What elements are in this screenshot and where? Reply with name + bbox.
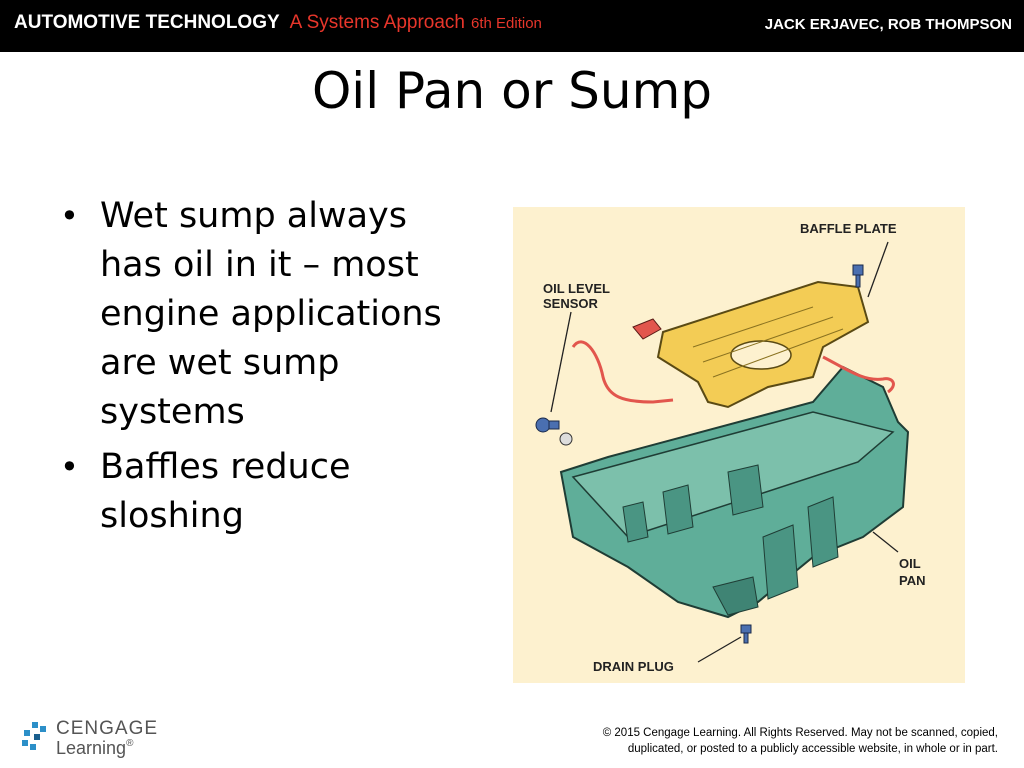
copyright-line-2: duplicated, or posted to a publicly acce… bbox=[627, 743, 998, 755]
bullet-icon: • bbox=[60, 197, 79, 235]
book-brand: AUTOMOTIVE TECHNOLOGY bbox=[14, 12, 280, 33]
cengage-logo: CENGAGE Learning® bbox=[20, 718, 160, 762]
label-oil-pan-line2: PAN bbox=[899, 573, 926, 588]
book-subtitle: A Systems Approach bbox=[289, 12, 465, 33]
oil-pan-drawing bbox=[535, 241, 910, 663]
header-bar: AUTOMOTIVE TECHNOLOGY A Systems Approach 6… bbox=[0, 0, 1024, 52]
slide-title: Oil Pan or Sump bbox=[311, 62, 713, 120]
logo-text-cengage: CENGAGE bbox=[56, 718, 159, 739]
label-oil-level-sensor-line1: OIL LEVEL bbox=[543, 281, 610, 296]
label-drain-plug: DRAIN PLUG bbox=[593, 659, 674, 674]
bullet-text: Baffles reduce sloshing bbox=[100, 447, 351, 536]
baffle-plate-shape bbox=[656, 280, 870, 409]
book-authors: JACK ERJAVEC, ROB THOMPSON bbox=[764, 16, 1012, 33]
drain-plug-icon bbox=[740, 624, 752, 644]
copyright-notice: © 2015 Cengage Learning. All Rights Rese… bbox=[603, 725, 998, 757]
label-oil-level-sensor-line2: SENSOR bbox=[543, 296, 598, 311]
bolt-icon bbox=[852, 264, 864, 288]
bullet-item: • Baffles reduce sloshing bbox=[58, 443, 458, 541]
bullet-list: • Wet sump always has oil in it – most e… bbox=[58, 192, 458, 547]
cengage-logo-icon bbox=[22, 722, 46, 750]
label-oil-pan-line1: OIL bbox=[899, 556, 921, 571]
sensor-icon bbox=[535, 417, 573, 446]
bullet-item: • Wet sump always has oil in it – most e… bbox=[58, 192, 458, 437]
book-title: AUTOMOTIVE TECHNOLOGY A Systems Approach 6… bbox=[14, 12, 542, 34]
gasket-piece bbox=[632, 318, 662, 340]
label-baffle-plate: BAFFLE PLATE bbox=[800, 221, 897, 236]
copyright-line-1: © 2015 Cengage Learning. All Rights Rese… bbox=[602, 727, 998, 739]
bullet-text: Wet sump always has oil in it – most eng… bbox=[100, 196, 442, 432]
logo-text-learning: Learning® bbox=[56, 738, 134, 758]
leader-lines bbox=[550, 241, 899, 663]
oil-pan-illustration: BAFFLE PLATE OIL LEVEL SENSOR OIL PAN DR… bbox=[513, 207, 965, 683]
book-edition: 6th Edition bbox=[471, 15, 542, 32]
gasket-shape bbox=[571, 340, 895, 404]
bullet-icon: • bbox=[60, 448, 79, 486]
oil-pan-shape bbox=[559, 365, 910, 619]
